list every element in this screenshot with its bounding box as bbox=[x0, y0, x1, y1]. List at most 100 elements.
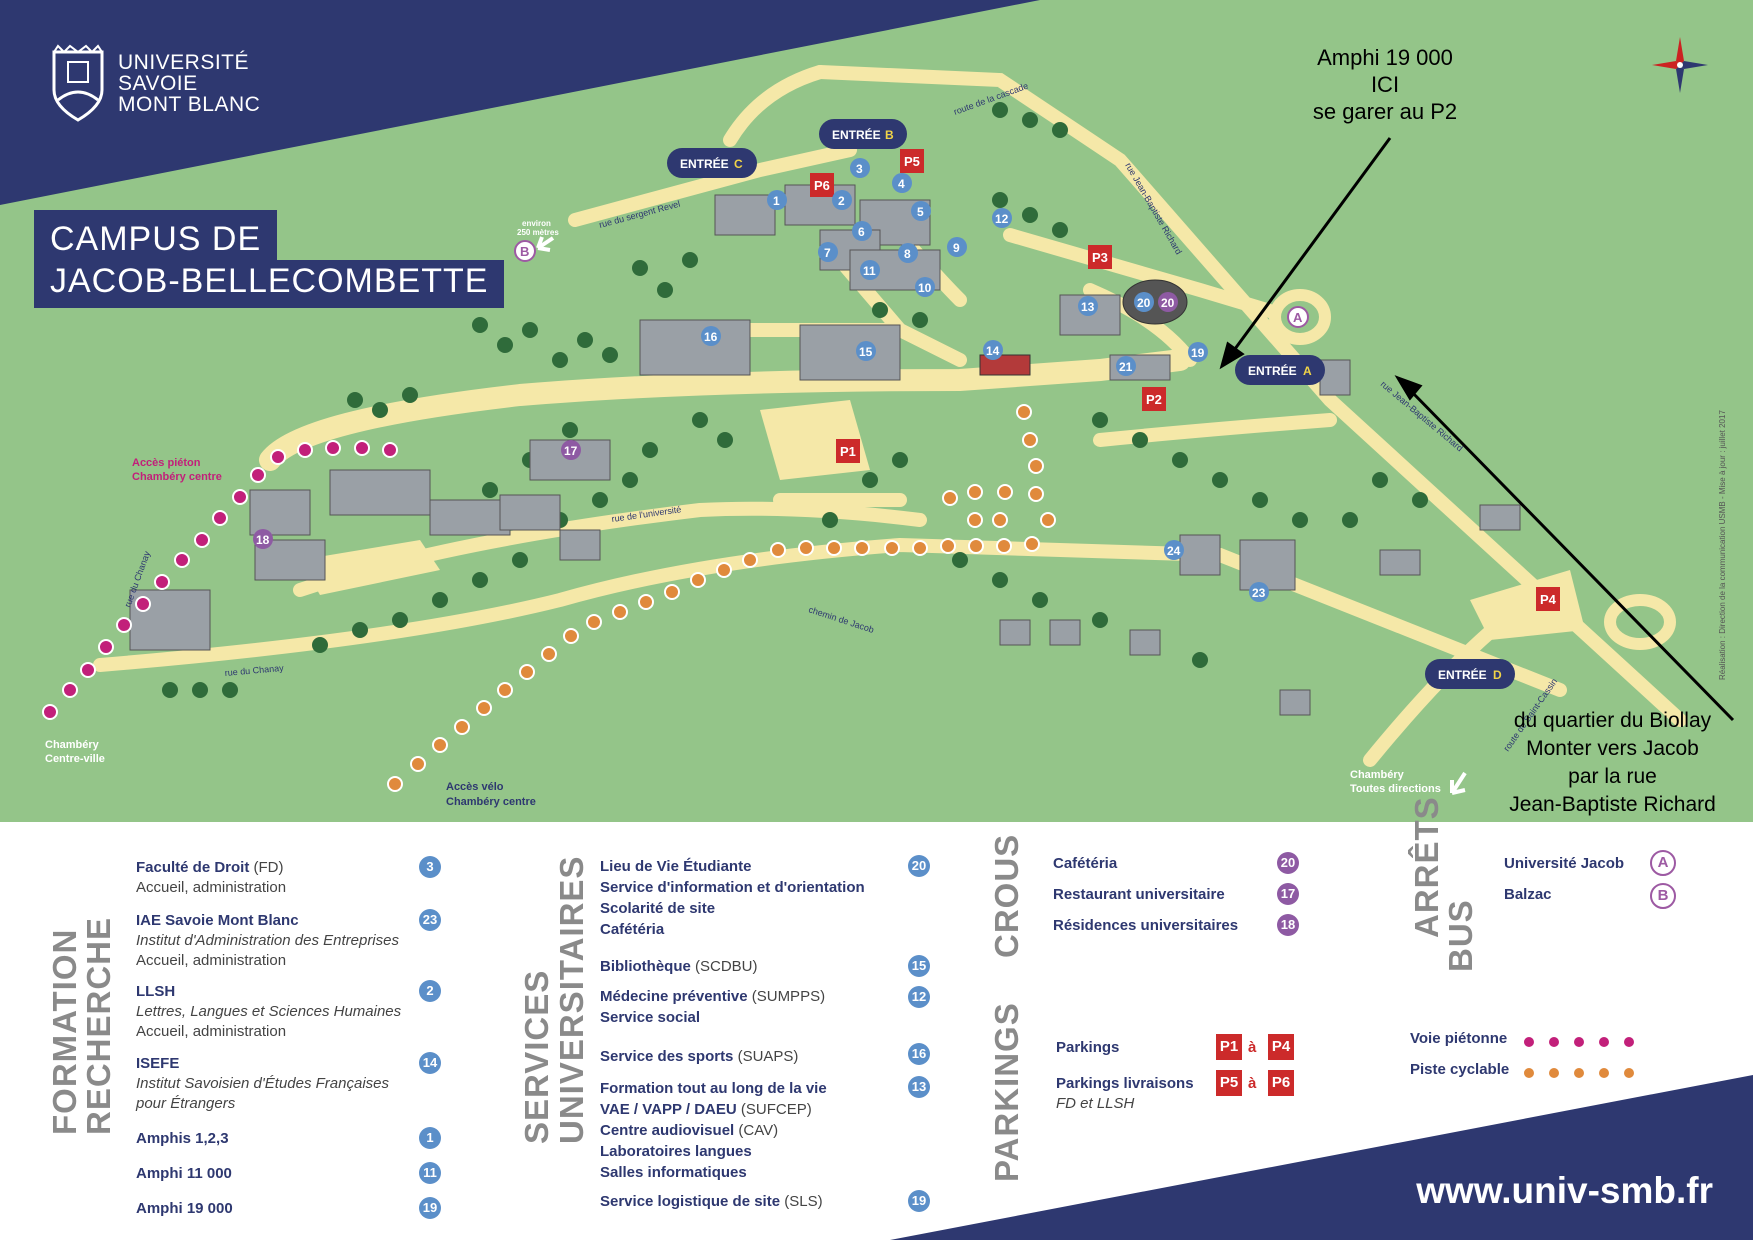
parking-p1: P1 bbox=[840, 444, 856, 459]
svg-text:10: 10 bbox=[918, 281, 932, 295]
section-title-services: SERVICES bbox=[518, 969, 555, 1144]
street-chanay-h: rue du Chanay bbox=[224, 663, 284, 678]
legend-item-univ-jacob: Université Jacob bbox=[1504, 855, 1625, 872]
legend-num-20-purple: 20 bbox=[1277, 852, 1299, 874]
campus-title: CAMPUS DE JACOB-BELLECOMBETTE bbox=[34, 210, 505, 308]
entree-c-letter: C bbox=[734, 157, 743, 171]
svg-text:21: 21 bbox=[1119, 360, 1133, 374]
roads bbox=[93, 65, 1687, 767]
legend-item-sports: Service des sports (SUAPS) bbox=[600, 1048, 799, 1065]
legend-num-18: 18 bbox=[1277, 914, 1299, 936]
entree-d-letter: D bbox=[1493, 668, 1502, 682]
svg-text:5: 5 bbox=[917, 205, 924, 219]
legend-num-13: 13 bbox=[908, 1076, 930, 1098]
svg-text:20: 20 bbox=[1161, 296, 1175, 310]
svg-text:24: 24 bbox=[1167, 544, 1181, 558]
legend-item-cafeteria: Cafétéria bbox=[1053, 855, 1118, 872]
legend-bus-stop-a: A bbox=[1650, 850, 1676, 876]
bike-path bbox=[387, 404, 1056, 792]
legend-item-llsh: LLSH Lettres, Langues et Sciences Humain… bbox=[136, 983, 402, 1040]
legend-num-12: 12 bbox=[908, 986, 930, 1008]
legend-item-amphi-11000: Amphi 11 000 bbox=[136, 1165, 232, 1182]
chambery-cv1-label: Chambéry bbox=[45, 739, 100, 751]
campus-map[interactable]: rue du sergent Revel route de la cascade… bbox=[0, 0, 1753, 822]
legend-item-balzac: Balzac bbox=[1504, 886, 1552, 903]
annotation-line: du quartier du Biollay bbox=[1513, 709, 1712, 732]
credit-label: Réalisation : Direction de la communicat… bbox=[1718, 410, 1727, 680]
legend-num-15: 15 bbox=[908, 955, 930, 977]
legend-parking-a1: à bbox=[1248, 1039, 1257, 1056]
annotation-line: Amphi 19 000 bbox=[1317, 45, 1453, 70]
legend-parking-a2: à bbox=[1248, 1075, 1257, 1092]
annotation-amphi-19000: Amphi 19 000 ICI se garer au P2 bbox=[1290, 44, 1480, 125]
section-title-formation: FORMATION bbox=[46, 928, 83, 1135]
legend-item-amphis-123: Amphis 1,2,3 bbox=[136, 1130, 229, 1147]
section-title-arrets: ARRÊTS bbox=[1408, 796, 1445, 938]
chambery-td2-label: Toutes directions bbox=[1350, 783, 1441, 795]
parking-p2: P2 bbox=[1146, 392, 1162, 407]
environ-label: environ bbox=[522, 219, 551, 228]
legend-num-1: 1 bbox=[419, 1127, 441, 1149]
svg-text:11: 11 bbox=[863, 264, 876, 278]
chambery-td1-label: Chambéry bbox=[1350, 769, 1405, 781]
legend-item-piste-cyclable: Piste cyclable bbox=[1410, 1061, 1510, 1078]
section-title-parkings: PARKINGS bbox=[988, 1002, 1025, 1182]
legend-item-lieu-vie: Lieu de Vie Étudiante Service d'informat… bbox=[600, 858, 865, 938]
annotation-line: par la rue bbox=[1568, 765, 1657, 788]
annotation-line: Monter vers Jacob bbox=[1526, 737, 1699, 760]
website-link[interactable]: www.univ-smb.fr bbox=[1416, 1170, 1713, 1211]
legend-num-19b: 19 bbox=[908, 1190, 930, 1212]
acces-pieton-label: Accès piéton bbox=[132, 457, 201, 469]
entree-a-prefix: ENTRÉE bbox=[1248, 363, 1297, 378]
legend: FORMATION RECHERCHE Faculté de Droit (FD… bbox=[0, 796, 1753, 1240]
legend-num-11: 11 bbox=[419, 1162, 441, 1184]
legend-item-iae: IAE Savoie Mont Blanc Institut d'Adminis… bbox=[136, 912, 399, 969]
legend-item-parkings: Parkings bbox=[1056, 1039, 1120, 1056]
university-logo[interactable]: UNIVERSITÉ SAVOIE MONT BLANC bbox=[50, 44, 260, 122]
svg-text:9: 9 bbox=[953, 241, 960, 255]
section-title-universitaires: UNIVERSITAIRES bbox=[553, 855, 590, 1144]
entree-d-prefix: ENTRÉE bbox=[1438, 667, 1487, 682]
place-labels: Accès piéton Chambéry centre Chambéry Ce… bbox=[45, 219, 1441, 808]
parking-p3: P3 bbox=[1092, 250, 1108, 265]
parking-p6: P6 bbox=[814, 178, 830, 193]
annotation-biollay: du quartier du Biollay Monter vers Jacob… bbox=[1490, 707, 1735, 819]
legend-item-logistique: Service logistique de site (SLS) bbox=[600, 1193, 823, 1210]
legend-num-14: 14 bbox=[419, 1052, 441, 1074]
pedestrian-path bbox=[42, 440, 398, 720]
legend-parking-p1: P1 bbox=[1216, 1034, 1242, 1060]
svg-text:16: 16 bbox=[704, 330, 718, 344]
svg-text:3: 3 bbox=[856, 162, 863, 176]
bus-stop-markers: A B bbox=[514, 240, 1309, 328]
legend-navy-corner bbox=[890, 1075, 1753, 1240]
section-title-crous: CROUS bbox=[988, 833, 1025, 958]
section-title-bus: BUS bbox=[1442, 899, 1479, 972]
parking-markers: P1 P2 P3 P4 P5 P6 bbox=[810, 149, 1560, 611]
legend-num-2: 2 bbox=[419, 980, 441, 1002]
svg-text:4: 4 bbox=[898, 177, 905, 191]
legend-num-19: 19 bbox=[419, 1197, 441, 1219]
entree-b-letter: B bbox=[885, 128, 894, 142]
svg-text:7: 7 bbox=[824, 246, 831, 260]
pieton-chambery-label: Chambéry centre bbox=[132, 471, 222, 483]
velo-chambery-label: Chambéry centre bbox=[446, 796, 536, 808]
svg-text:6: 6 bbox=[858, 225, 865, 239]
header-band bbox=[0, 0, 1040, 205]
map-drawing: rue du sergent Revel route de la cascade… bbox=[0, 0, 1735, 808]
legend-num-17: 17 bbox=[1277, 883, 1299, 905]
annotation-line: ICI bbox=[1370, 72, 1400, 97]
svg-text:20: 20 bbox=[1137, 296, 1151, 310]
logo-line-2: SAVOIE bbox=[118, 71, 198, 95]
chambery-cv2-label: Centre-ville bbox=[45, 753, 105, 765]
legend-parking-p6: P6 bbox=[1268, 1070, 1294, 1096]
legend-item-amphi-19000: Amphi 19 000 bbox=[136, 1200, 233, 1217]
legend-item-medecine: Médecine préventive (SUMPPS) Service soc… bbox=[600, 988, 826, 1026]
legend-item-droit: Faculté de Droit (FD) Accueil, administr… bbox=[136, 859, 287, 896]
bike-dots-icon bbox=[1524, 1065, 1649, 1083]
legend-item-livraisons: Parkings livraisons FD et LLSH bbox=[1056, 1075, 1194, 1112]
svg-text:12: 12 bbox=[995, 212, 1009, 226]
annotation-arrows bbox=[1219, 137, 1735, 722]
legend-num-23: 23 bbox=[419, 909, 441, 931]
svg-text:14: 14 bbox=[986, 344, 1000, 358]
white-arrows bbox=[536, 236, 1467, 795]
